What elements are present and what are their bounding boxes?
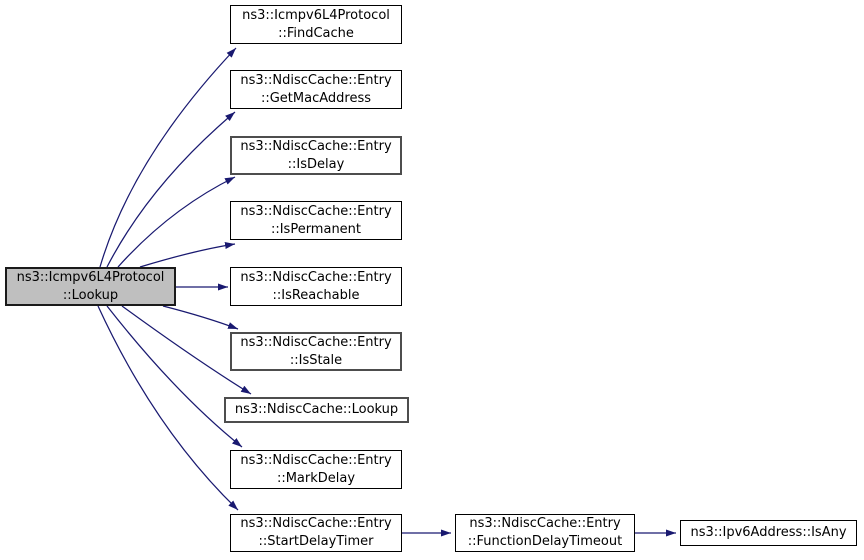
node-label: ns3::Ipv6Address::IsAny xyxy=(690,525,847,540)
edge-lookup-to-getmacaddress xyxy=(106,111,236,268)
node-ndisccache-entry-isstale[interactable]: ns3::NdiscCache::Entry ::IsStale xyxy=(230,332,402,371)
node-label: ns3::NdiscCache::Lookup xyxy=(234,402,399,417)
node-icmpv6l4protocol-findcache[interactable]: ns3::Icmpv6L4Protocol ::FindCache xyxy=(230,5,402,44)
edge-lookup-to-ispermanent xyxy=(139,242,236,268)
edge-lookup-to-markdelay xyxy=(106,305,243,448)
node-ipv6address-isany[interactable]: ns3::Ipv6Address::IsAny xyxy=(680,520,857,546)
node-ndisccache-entry-markdelay[interactable]: ns3::NdiscCache::Entry ::MarkDelay xyxy=(230,450,402,489)
node-label: ns3::NdiscCache::Entry ::IsStale xyxy=(240,334,392,368)
node-label: ns3::NdiscCache::Entry ::IsPermanent xyxy=(240,203,392,237)
node-label: ns3::NdiscCache::Entry ::GetMacAddress xyxy=(240,72,392,106)
node-label: ns3::NdiscCache::Entry ::IsReachable xyxy=(240,269,392,303)
node-ndisccache-lookup[interactable]: ns3::NdiscCache::Lookup xyxy=(224,397,409,423)
edge-lookup-to-isstale xyxy=(162,305,239,330)
node-ndisccache-entry-ispermanent[interactable]: ns3::NdiscCache::Entry ::IsPermanent xyxy=(230,201,402,240)
node-label: ns3::NdiscCache::Entry ::MarkDelay xyxy=(240,452,392,486)
node-label: ns3::NdiscCache::Entry ::FunctionDelayTi… xyxy=(467,516,623,549)
node-ndisccache-entry-startdelaytimer[interactable]: ns3::NdiscCache::Entry ::StartDelayTimer xyxy=(230,514,402,552)
node-label: ns3::Icmpv6L4Protocol ::Lookup xyxy=(16,269,165,303)
edge-lookup-to-findcache xyxy=(99,47,237,268)
node-ndisccache-entry-getmacaddress[interactable]: ns3::NdiscCache::Entry ::GetMacAddress xyxy=(230,70,402,109)
edge-lookup-to-isdelay xyxy=(117,176,236,268)
node-icmpv6l4protocol-lookup: ns3::Icmpv6L4Protocol ::Lookup xyxy=(5,267,176,306)
node-ndisccache-entry-functiondelaytimeout[interactable]: ns3::NdiscCache::Entry ::FunctionDelayTi… xyxy=(455,514,635,552)
edge-lookup-to-startdelaytimer xyxy=(97,305,239,511)
node-label: ns3::NdiscCache::Entry ::IsDelay xyxy=(240,138,392,172)
node-label: ns3::Icmpv6L4Protocol ::FindCache xyxy=(242,7,390,41)
node-label: ns3::NdiscCache::Entry ::StartDelayTimer xyxy=(240,516,392,549)
node-ndisccache-entry-isdelay[interactable]: ns3::NdiscCache::Entry ::IsDelay xyxy=(230,136,402,175)
edge-lookup-to-ndisccache-lookup xyxy=(121,305,252,395)
node-ndisccache-entry-isreachable[interactable]: ns3::NdiscCache::Entry ::IsReachable xyxy=(230,267,402,306)
